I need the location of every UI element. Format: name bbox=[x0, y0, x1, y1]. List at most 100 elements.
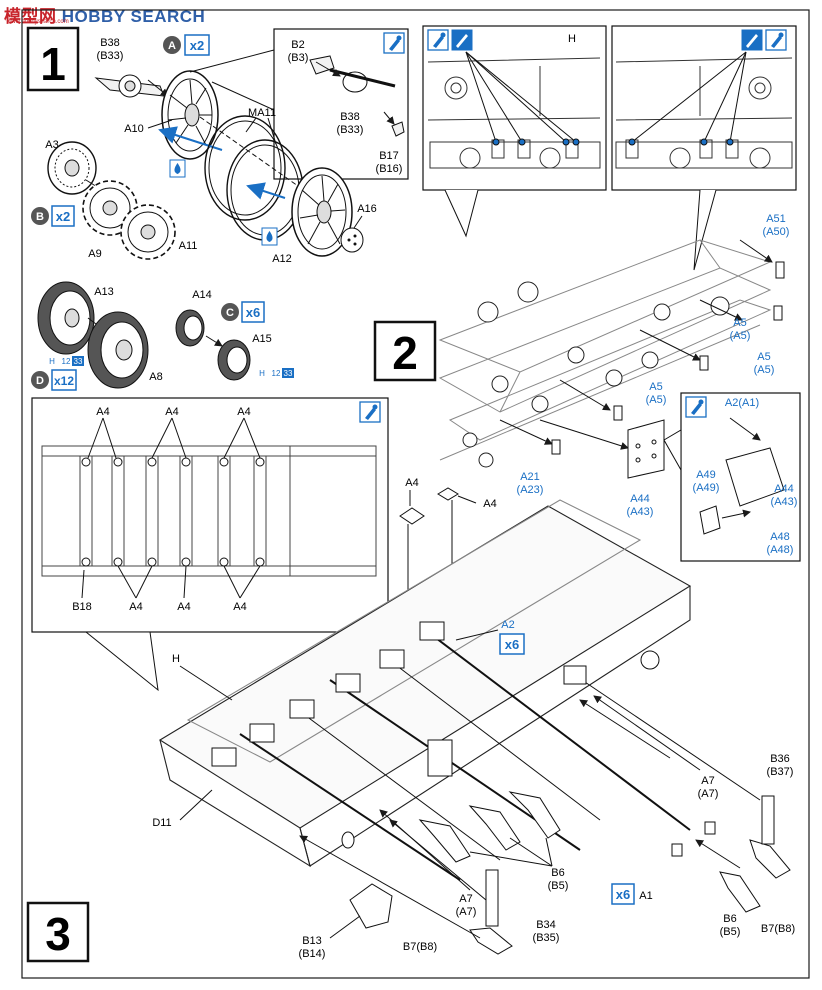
detail-callout bbox=[273, 28, 409, 180]
suspension-mounts bbox=[211, 621, 660, 777]
part-label: (A5) bbox=[730, 330, 751, 342]
step-number: 2 bbox=[392, 327, 418, 379]
sprocket-hub-a3 bbox=[47, 141, 103, 195]
part-label: A44 bbox=[774, 483, 794, 495]
part-label: x2 bbox=[56, 209, 70, 224]
part-label: B7(B8) bbox=[761, 923, 795, 935]
multiplier-badge bbox=[611, 883, 635, 905]
part-label: A1 bbox=[639, 890, 652, 902]
part-label: (B14) bbox=[299, 948, 326, 960]
road-wheel-a12 bbox=[291, 167, 353, 257]
part-label: A5 bbox=[757, 351, 770, 363]
part-label: A9 bbox=[88, 248, 101, 260]
part-label: H bbox=[259, 369, 265, 378]
part-label: A10 bbox=[124, 123, 144, 135]
step-number-box bbox=[26, 26, 80, 92]
part-label: A21 bbox=[520, 471, 540, 483]
part-label: B38 bbox=[100, 37, 120, 49]
part-label: A4 bbox=[177, 601, 190, 613]
part-label: D bbox=[36, 375, 44, 387]
bracket-b13 bbox=[349, 883, 393, 929]
part-label: (A5) bbox=[754, 364, 775, 376]
sub-d-badge: D x12 bbox=[31, 369, 77, 391]
part-label: B34 bbox=[536, 919, 556, 931]
watermark-cn: 模型网 bbox=[4, 7, 57, 26]
part-label: x6 bbox=[616, 887, 630, 902]
part-label: A13 bbox=[94, 286, 114, 298]
sprue-ref-h12: H 12 33 bbox=[49, 356, 84, 366]
cement-icon bbox=[685, 396, 707, 418]
watermark-logo: 模型网 HOBBY SEARCH bbox=[4, 2, 205, 27]
step-2: H 2 bbox=[373, 25, 801, 562]
part-label: B2 bbox=[291, 39, 304, 51]
part-label: 33 bbox=[284, 369, 293, 378]
part-label: x6 bbox=[246, 305, 260, 320]
part-label: A5 bbox=[649, 381, 662, 393]
detail-callout-right bbox=[611, 25, 797, 191]
sprocket-a11 bbox=[120, 204, 176, 260]
glue-arrow bbox=[158, 126, 223, 151]
bumper-a4 bbox=[437, 487, 459, 501]
sub-b-badge: B x2 bbox=[31, 205, 75, 227]
part-label: B7(B8) bbox=[403, 941, 437, 953]
part-label: B18 bbox=[72, 601, 92, 613]
part-label: A7 bbox=[701, 775, 714, 787]
hull-suspension-mounts bbox=[462, 281, 730, 468]
part-label: A49 bbox=[696, 469, 716, 481]
part-label: A4 bbox=[233, 601, 246, 613]
part-label: (A7) bbox=[456, 906, 477, 918]
part-label: 12 bbox=[62, 357, 71, 366]
part-label: (A49) bbox=[693, 482, 720, 494]
road-wheel-a13 bbox=[37, 281, 105, 355]
part-label: A51 bbox=[766, 213, 786, 225]
part-label: (A43) bbox=[627, 506, 654, 518]
step-1: 1 A x2 B38 (B33) bbox=[26, 26, 409, 391]
part-label: (B16) bbox=[376, 163, 403, 175]
return-roller-a14 bbox=[175, 309, 223, 347]
a4-leaders bbox=[81, 417, 261, 599]
paint-icon bbox=[741, 29, 763, 51]
watermark-url: www.hobbysearch.com bbox=[7, 19, 69, 25]
part-label: A bbox=[168, 40, 176, 52]
detail-callout-left bbox=[422, 25, 607, 191]
a4-bumpers bbox=[81, 457, 265, 567]
cement-icon bbox=[427, 29, 449, 51]
part-label: (B3) bbox=[288, 52, 309, 64]
part-label: B38 bbox=[340, 111, 360, 123]
part-label: (A43) bbox=[771, 496, 798, 508]
part-label: 33 bbox=[74, 357, 83, 366]
sub-c-badge: C x6 bbox=[221, 301, 265, 323]
glue-icon bbox=[169, 159, 186, 178]
part-label: H bbox=[568, 33, 576, 45]
part-label: A12 bbox=[272, 253, 292, 265]
cement-icon bbox=[359, 401, 381, 423]
part-label: (B37) bbox=[767, 766, 794, 778]
part-label: A8 bbox=[149, 371, 162, 383]
step-number-box bbox=[373, 320, 437, 382]
part-label: (A48) bbox=[767, 544, 794, 556]
step-number-box bbox=[26, 901, 90, 963]
plate-a44 bbox=[725, 447, 785, 507]
sub-a-badge: A x2 bbox=[163, 34, 210, 56]
step-3: A4 A4 A4 B18 A4 A4 A4 A4 A4 bbox=[26, 397, 795, 963]
part-label: A14 bbox=[192, 289, 212, 301]
part-label: x2 bbox=[190, 38, 204, 53]
part-label: A4 bbox=[483, 498, 496, 510]
part-label: C bbox=[226, 307, 234, 319]
part-label: (B5) bbox=[720, 926, 741, 938]
paint-points bbox=[465, 51, 747, 146]
callout-axle bbox=[309, 55, 405, 137]
paint-icon bbox=[451, 29, 473, 51]
step-number: 3 bbox=[45, 908, 71, 960]
part-label: A4 bbox=[96, 406, 109, 418]
part-label: A4 bbox=[165, 406, 178, 418]
detail-callout-underside bbox=[31, 397, 389, 633]
part-label: (B35) bbox=[533, 932, 560, 944]
part-label: A44 bbox=[630, 493, 650, 505]
part-label: B6 bbox=[723, 913, 736, 925]
part-label: A4 bbox=[237, 406, 250, 418]
part-label: A7 bbox=[459, 893, 472, 905]
bracket-parts bbox=[551, 261, 785, 479]
step-number: 1 bbox=[40, 38, 66, 90]
